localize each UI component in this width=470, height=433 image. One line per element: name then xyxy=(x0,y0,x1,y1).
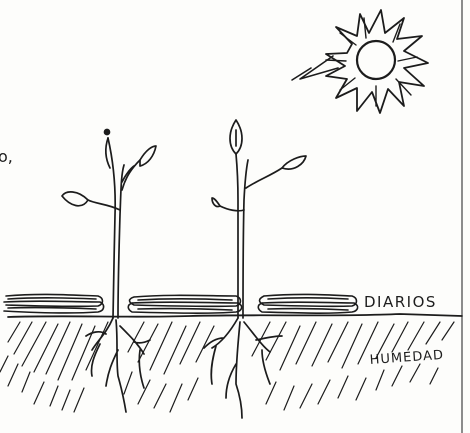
newspapers-label: DIARIOS xyxy=(364,293,437,311)
moisture-label: HUMEDAD xyxy=(369,348,444,368)
sprout-icon xyxy=(204,120,306,418)
newspaper-stack-middle xyxy=(128,295,241,313)
newspaper-stack-right xyxy=(258,294,357,313)
newspaper-stack-left xyxy=(4,294,104,313)
cut-off-text: o, xyxy=(0,147,13,166)
soil-line xyxy=(8,314,462,317)
sun-icon xyxy=(292,10,428,113)
